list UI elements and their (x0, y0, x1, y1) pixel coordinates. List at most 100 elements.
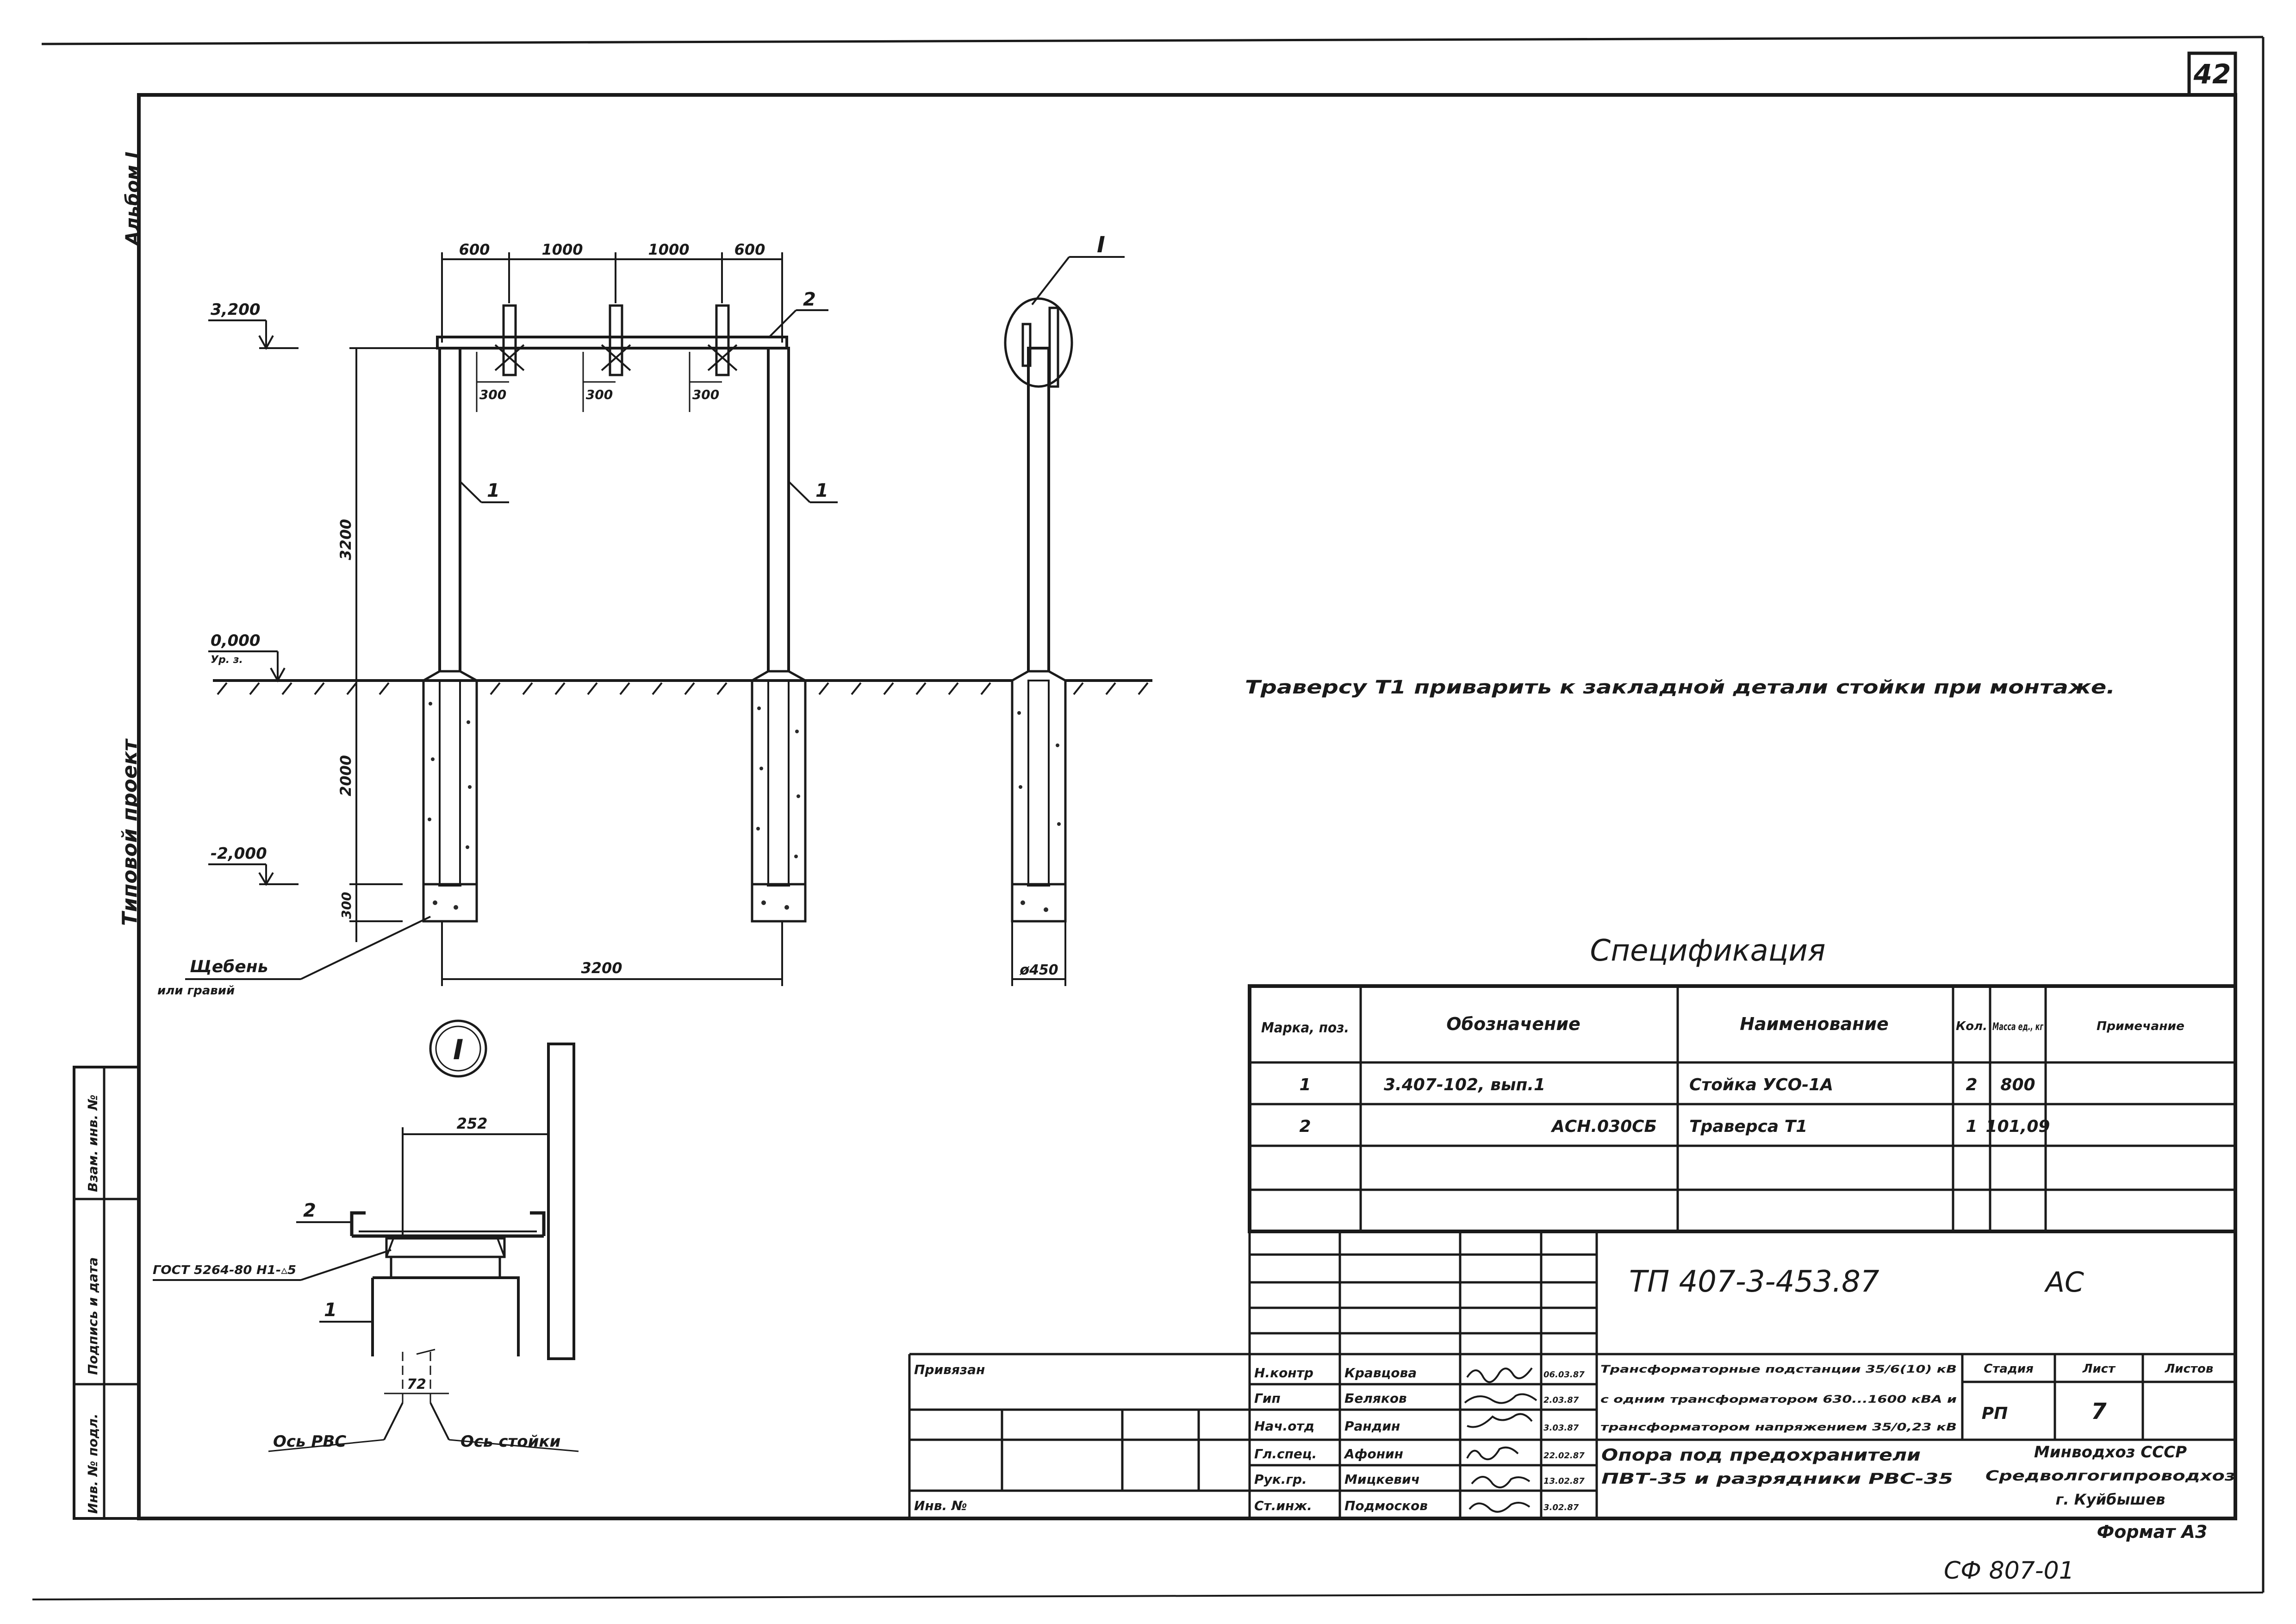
detail-axis-rvs: Ось РВС (273, 1432, 346, 1451)
svg-text:Гип: Гип (1254, 1391, 1281, 1406)
concrete-hatch-front (428, 702, 800, 910)
level-mark-bottom: -2,000 (208, 844, 299, 886)
svg-text:Беляков: Беляков (1344, 1391, 1407, 1406)
spec-table: Спецификация Марка, поз. Обозначение Наи… (1248, 934, 2237, 1233)
svg-text:Рандин: Рандин (1344, 1418, 1400, 1434)
spec-row1-mass: 800 (2000, 1075, 2035, 1094)
spec-row2-name: Траверса Т1 (1689, 1117, 1807, 1136)
spec-header-designation: Обозначение (1446, 1014, 1580, 1034)
side-callout: I (1097, 232, 1105, 258)
role-row-1: Н.контр Кравцова 06.03.87 (1254, 1365, 1585, 1380)
dim-sub-3: 300 (692, 387, 719, 402)
role-row-5: Рук.гр. Мицкевич 13.02.87 (1254, 1472, 1585, 1487)
sheet-number: 42 (2193, 58, 2231, 90)
role-row-2: Гип Беляков 2.03.87 (1254, 1391, 1579, 1406)
gravel-label-1: Щебень (190, 957, 268, 976)
signatures (1464, 1367, 1537, 1513)
svg-text:Подмосков: Подмосков (1344, 1498, 1428, 1513)
front-pos-2: 2 (803, 289, 816, 310)
front-pos-1b: 1 (815, 480, 828, 501)
side-diameter: ø450 (1019, 962, 1058, 978)
spec-header-qty: Кол. (1956, 1019, 1987, 1033)
dim-sub-1: 300 (479, 387, 506, 402)
org-1: Минводхоз СССР (2034, 1443, 2187, 1462)
svg-text:0,000: 0,000 (211, 631, 261, 650)
spec-row1-designation: 3.407-102, вып.1 (1384, 1075, 1545, 1094)
detail-title: I (453, 1034, 463, 1066)
detail-dim-offset: 72 (407, 1376, 426, 1393)
detail-pos-1: 1 (324, 1299, 337, 1321)
sheet-value: 7 (2091, 1399, 2107, 1424)
level-mark-top: 3,200 (208, 300, 299, 350)
spec-header-mark: Марка, поз. (1261, 1020, 1349, 1036)
dim-height: 3200 (337, 519, 355, 560)
spec-row2-designation: АСН.030СБ (1550, 1117, 1657, 1136)
dim-base: 300 (339, 892, 354, 919)
privyazan-label: Привязан (914, 1362, 985, 1377)
detail-I: I 252 72 Ось РВС Ось стойки 2 ГОСТ 5264- (153, 1019, 579, 1452)
object-line-3: трансформатором напряжением 35/0,23 кВ (1600, 1422, 1957, 1433)
svg-text:06.03.87: 06.03.87 (1543, 1370, 1585, 1380)
spec-header-name: Наименование (1740, 1014, 1889, 1034)
level-mark-ground: 0,000 Ур. з. (208, 631, 286, 683)
detail-pos-2: 2 (303, 1200, 316, 1221)
dim-top-4: 600 (734, 241, 765, 258)
title-code: ТП 407-3-453.87 (1629, 1265, 1879, 1299)
svg-text:Нач.отд: Нач.отд (1254, 1418, 1314, 1434)
svg-text:2.03.87: 2.03.87 (1543, 1395, 1579, 1405)
svg-text:Н.контр: Н.контр (1254, 1365, 1313, 1380)
dim-top-2: 1000 (541, 241, 583, 258)
sheet-title-2: ПВТ-35 и разрядники РВС-35 (1601, 1470, 1953, 1487)
svg-text:Ур. з.: Ур. з. (211, 654, 243, 666)
dim-depth: 2000 (337, 755, 355, 796)
installation-note: Траверсу Т1 приварить к закладной детали… (1245, 677, 2115, 698)
org-2: Средволгогипроводхоз (1985, 1468, 2235, 1484)
svg-text:Гл.спец.: Гл.спец. (1254, 1446, 1317, 1462)
spec-row2-mark: 2 (1299, 1117, 1311, 1136)
svg-text:22.02.87: 22.02.87 (1543, 1451, 1585, 1461)
svg-text:Рук.гр.: Рук.гр. (1254, 1472, 1307, 1487)
svg-text:Кравцова: Кравцова (1344, 1365, 1417, 1380)
dim-span: 3200 (581, 959, 622, 977)
project-type-label: Типовой проект (118, 738, 142, 926)
strip-vzam-inv: Взам. инв. № (85, 1094, 100, 1192)
sheet-title-1: Опора под предохранители (1601, 1446, 1921, 1465)
title-section: АС (2044, 1266, 2084, 1299)
album-label: Альбом I (122, 151, 143, 247)
svg-text:Ст.инж.: Ст.инж. (1254, 1498, 1312, 1513)
side-view: I ø450 (1004, 232, 1125, 986)
object-line-1: Трансформаторные подстанции 35/6(10) кВ (1600, 1364, 1957, 1375)
title-block: ТП 407-3-453.87 АС Н.контр Кравцова 06.0… (908, 1231, 2235, 1518)
spec-header-mass: Масса ед., кг (1992, 1021, 2044, 1033)
svg-text:Мицкевич: Мицкевич (1344, 1472, 1420, 1487)
spec-row1-mark: 1 (1299, 1075, 1311, 1094)
role-row-3: Нач.отд Рандин 3.03.87 (1254, 1418, 1579, 1434)
svg-text:-2,000: -2,000 (211, 844, 267, 863)
inv-label: Инв. № (914, 1498, 967, 1513)
fuse-3 (707, 304, 738, 376)
dim-top-3: 1000 (648, 241, 689, 258)
stage-value: РП (1982, 1404, 2008, 1423)
left-strip: Взам. инв. № Подпись и дата Инв. № подл. (73, 1066, 140, 1520)
spec-row2-mass: 101,09 (1986, 1117, 2050, 1136)
format-label: Формат А3 (2097, 1522, 2208, 1542)
detail-weld: ГОСТ 5264-80 Н1-▵5 (153, 1263, 296, 1277)
fuse-1 (494, 304, 525, 376)
object-line-2: с одним трансформатором 630...1600 кВА и (1600, 1394, 1957, 1405)
ground-hatch (217, 682, 1149, 695)
spec-row1-name: Стойка УСО-1А (1689, 1075, 1833, 1094)
dim-sub-2: 300 (586, 387, 613, 402)
spec-header-note: Примечание (2097, 1019, 2184, 1033)
spec-title: Спецификация (1590, 934, 1826, 968)
svg-text:Афонин: Афонин (1344, 1446, 1403, 1462)
front-view: 600 1000 1000 600 300 300 300 2 (157, 241, 1152, 998)
gravel-label-2: или гравий (157, 984, 235, 998)
strip-inv-podl: Инв. № подл. (85, 1413, 100, 1514)
stage-head: Стадия (1984, 1362, 2034, 1376)
detail-dim-width: 252 (457, 1115, 488, 1132)
fuse-2 (601, 304, 631, 376)
role-row-4: Гл.спец. Афонин 22.02.87 (1254, 1446, 1585, 1462)
spec-row1-qty: 2 (1966, 1075, 1977, 1094)
svg-text:13.02.87: 13.02.87 (1543, 1476, 1585, 1486)
